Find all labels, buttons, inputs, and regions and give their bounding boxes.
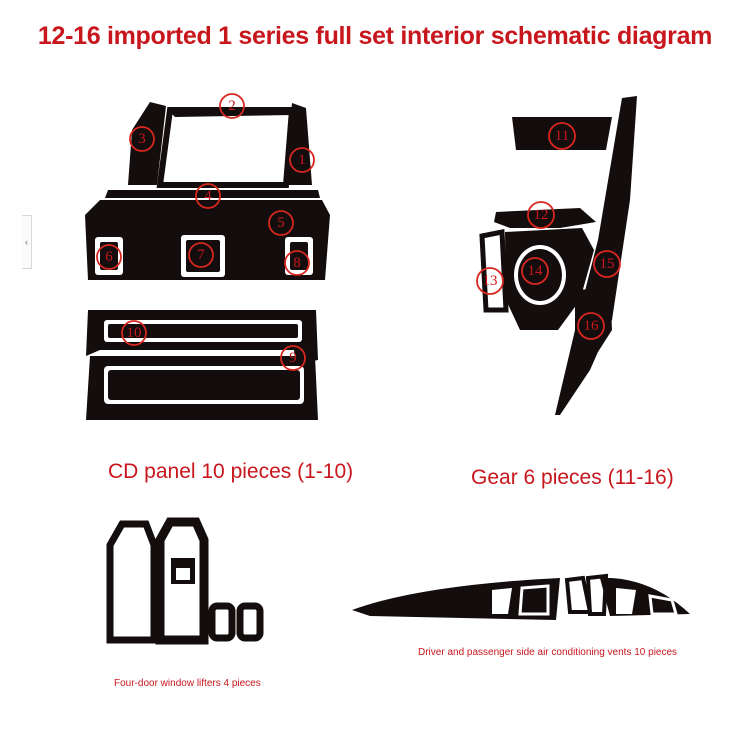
svg-text:3: 3 xyxy=(138,131,146,147)
marker-7: 7 xyxy=(188,242,214,268)
svg-text:7: 7 xyxy=(197,247,205,263)
cd-panel-group xyxy=(85,102,330,420)
svg-text:10: 10 xyxy=(127,325,142,341)
marker-13: 13 xyxy=(476,267,504,295)
gear-caption: Gear 6 pieces (11-16) xyxy=(471,466,674,489)
marker-16: 16 xyxy=(577,312,605,340)
cd-panel-caption: CD panel 10 pieces (1-10) xyxy=(108,460,354,483)
page-title: 12-16 imported 1 series full set interio… xyxy=(37,22,713,50)
svg-text:15: 15 xyxy=(600,256,615,272)
svg-text:14: 14 xyxy=(528,263,544,279)
marker-11: 11 xyxy=(548,122,576,150)
svg-text:6: 6 xyxy=(105,249,113,265)
svg-text:8: 8 xyxy=(293,255,301,271)
svg-text:12: 12 xyxy=(534,207,549,223)
side-collapse-tab[interactable]: ‹ xyxy=(22,215,32,269)
ac-vent-group xyxy=(352,573,690,620)
gear-group xyxy=(479,96,637,415)
svg-text:1: 1 xyxy=(298,152,306,168)
marker-14: 14 xyxy=(521,257,549,285)
svg-text:2: 2 xyxy=(228,98,236,114)
marker-9: 9 xyxy=(280,345,306,371)
marker-12: 12 xyxy=(527,201,555,229)
ac-vent-caption: Driver and passenger side air conditioni… xyxy=(418,647,678,658)
door-lifter-caption: Four-door window lifters 4 pieces xyxy=(114,678,261,689)
svg-text:13: 13 xyxy=(483,273,498,289)
marker-1: 1 xyxy=(289,147,315,173)
marker-8: 8 xyxy=(284,250,310,276)
svg-text:4: 4 xyxy=(204,188,212,204)
svg-text:9: 9 xyxy=(289,350,297,366)
door-lifter-group xyxy=(106,517,264,645)
marker-10: 10 xyxy=(121,320,147,346)
marker-2: 2 xyxy=(219,93,245,119)
marker-15: 15 xyxy=(593,250,621,278)
marker-4: 4 xyxy=(195,183,221,209)
svg-text:11: 11 xyxy=(555,128,569,144)
marker-5: 5 xyxy=(268,210,294,236)
svg-text:16: 16 xyxy=(584,318,600,334)
marker-6: 6 xyxy=(96,244,122,270)
marker-3: 3 xyxy=(129,126,155,152)
svg-text:5: 5 xyxy=(277,215,285,231)
window-switch-hole xyxy=(176,568,190,580)
